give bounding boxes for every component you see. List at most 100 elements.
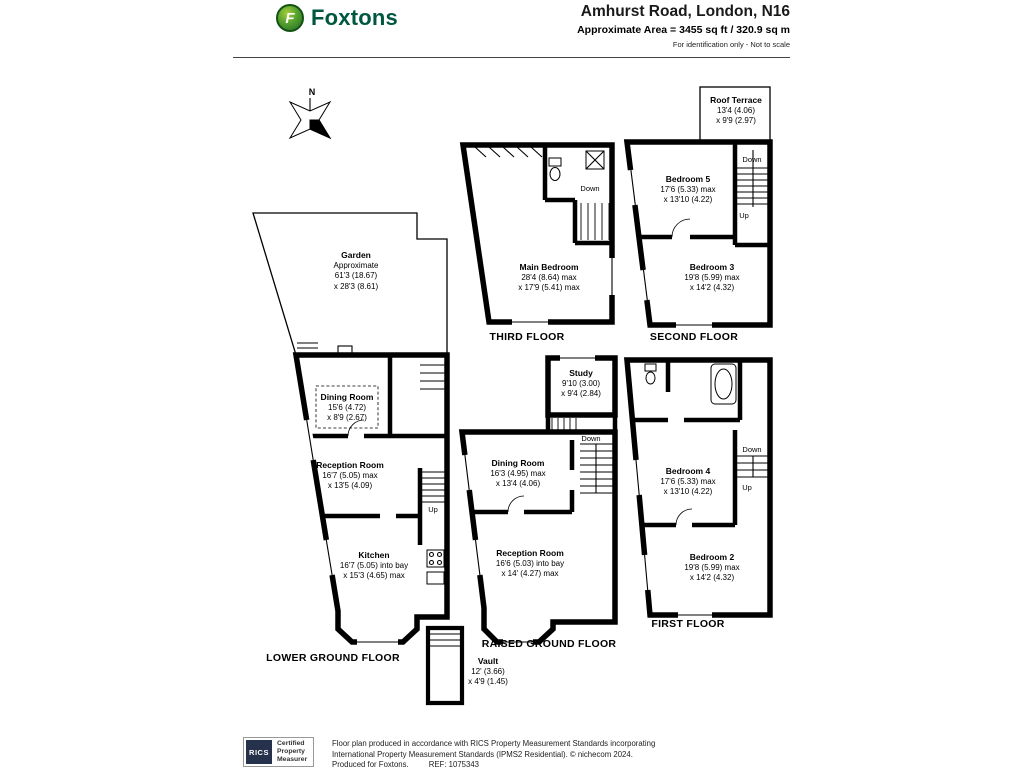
half-landing-steps-icon	[551, 418, 577, 430]
room-dim: x 15'3 (4.65) max	[343, 571, 405, 581]
room-dim: x 9'9 (2.97)	[716, 116, 756, 126]
room-dim: 16'6 (5.03) into bay	[495, 559, 565, 569]
skylight-hatching	[474, 146, 543, 158]
room-label-vault: Vault 12' (3.66) x 4'9 (1.45)	[468, 656, 508, 688]
compass-north-label: N	[308, 87, 316, 97]
foxtons-logo-text: Foxtons	[311, 5, 398, 30]
page-title: Amhurst Road, London, N16	[580, 3, 790, 20]
rics-certified-line: Certified	[277, 739, 305, 747]
approximate-area: Approximate Area = 3455 sq ft / 320.9 sq…	[577, 24, 790, 36]
room-dim: x 14' (4.27) max	[501, 569, 559, 579]
room-name: Main Bedroom	[519, 262, 579, 272]
room-dim: 28'4 (8.64) max	[521, 273, 577, 283]
first-floor-plan	[623, 357, 773, 619]
floor-title-third: THIRD FLOOR	[489, 331, 565, 343]
third-floor-stairs-icon	[580, 203, 610, 240]
room-label-dining-room-lower: Dining Room 15'6 (4.72) x 8'9 (2.67)	[321, 392, 374, 424]
third-floor-plan	[459, 142, 616, 326]
stair-label-lower-up: Up	[428, 505, 438, 514]
room-dim: 16'3 (4.95) max	[490, 469, 546, 479]
room-dim: 15'6 (4.72)	[327, 403, 366, 413]
room-dim: x 8'9 (2.67)	[327, 413, 367, 423]
room-dim: 19'8 (5.99) max	[684, 563, 740, 573]
vault-outline	[425, 625, 465, 706]
room-label-main-bedroom: Main Bedroom 28'4 (8.64) max x 17'9 (5.4…	[518, 262, 580, 294]
room-label-roof-terrace: Roof Terrace 13'4 (4.06) x 9'9 (2.97)	[710, 95, 762, 127]
room-label-dining-room-raised: Dining Room 16'3 (4.95) max x 13'4 (4.06…	[490, 458, 545, 490]
room-dim: 12' (3.66)	[471, 667, 505, 677]
footer-line2: International Property Measurement Stand…	[332, 749, 633, 759]
foxtons-logo: F Foxtons	[276, 4, 398, 32]
room-name: Dining Room	[320, 392, 374, 402]
toilet-icon	[644, 363, 657, 372]
room-label-reception-room-lower: Reception Room 16'7 (5.05) max x 13'5 (4…	[316, 460, 384, 492]
disclaimer: For identification only - Not to scale	[672, 40, 790, 49]
sink-icon	[426, 571, 445, 585]
room-dim: 19'8 (5.99) max	[684, 273, 740, 283]
room-label-bedroom-3: Bedroom 3 19'8 (5.99) max x 14'2 (4.32)	[684, 262, 739, 294]
stair-label-second-down: Down	[742, 155, 762, 164]
header-divider	[233, 57, 790, 58]
raised-ground-floor-plan	[425, 354, 618, 706]
stair-label-raised-down: Down	[581, 434, 601, 443]
floor-title-second: SECOND FLOOR	[649, 331, 739, 343]
room-name: Bedroom 4	[665, 466, 711, 476]
room-name: Garden	[341, 250, 371, 260]
foxtons-logo-initial: F	[285, 9, 295, 27]
room-label-bedroom-4: Bedroom 4 17'6 (5.33) max x 13'10 (4.22)	[660, 466, 715, 498]
room-dim: 16'7 (5.05) max	[322, 471, 378, 481]
roof-terrace-outline	[699, 86, 771, 143]
footer-line1: Floor plan produced in accordance with R…	[332, 739, 656, 748]
lower-ground-floor-plan	[252, 212, 450, 646]
room-dim: x 4'9 (1.45)	[468, 677, 508, 687]
room-name: Vault	[477, 656, 499, 666]
room-dim: x 28'3 (8.61)	[333, 281, 379, 291]
rics-logo-text: RICS	[249, 747, 269, 757]
stair-label-first-up: Up	[742, 483, 752, 492]
room-dim: x 17'9 (5.41) max	[518, 283, 580, 293]
compass-icon	[288, 98, 332, 140]
room-name: Reception Room	[316, 460, 384, 470]
room-name: Bedroom 5	[665, 174, 711, 184]
room-label-garden: Garden Approximate 61'3 (18.67) x 28'3 (…	[334, 250, 379, 292]
footer-produced: Produced for Foxtons.	[332, 760, 409, 770]
rics-certified-line: Measurer	[277, 756, 308, 764]
lower-ground-stairs-icon	[422, 471, 445, 503]
room-name: Bedroom 2	[689, 552, 735, 562]
entry-steps-icon	[420, 364, 445, 390]
room-note: Approximate	[333, 261, 379, 271]
room-dim: 9'10 (3.00)	[562, 379, 600, 389]
footer-text: Floor plan produced in accordance with R…	[332, 739, 655, 771]
foxtons-logo-icon: F	[276, 4, 304, 32]
room-label-reception-room-raised: Reception Room 16'6 (5.03) into bay x 14…	[496, 548, 564, 580]
room-name: Reception Room	[496, 548, 564, 558]
rics-badge: RICS Certified Property Measurer	[243, 737, 315, 767]
room-label-study: Study 9'10 (3.00) x 9'4 (2.84)	[561, 368, 601, 400]
floor-title-raised-ground: RAISED GROUND FLOOR	[481, 638, 617, 650]
room-dim: 16'7 (5.05) into bay	[339, 561, 409, 571]
rics-certified-line: Property	[277, 747, 305, 755]
room-name: Kitchen	[358, 550, 390, 560]
room-name: Bedroom 3	[689, 262, 735, 272]
second-floor-plan	[623, 86, 773, 329]
stair-label-second-up: Up	[739, 211, 749, 220]
room-dim: x 9'4 (2.84)	[561, 389, 601, 399]
hob-icon	[426, 549, 445, 568]
room-label-kitchen: Kitchen 16'7 (5.05) into bay x 15'3 (4.6…	[340, 550, 408, 582]
floor-title-lower-ground: LOWER GROUND FLOOR	[266, 652, 400, 664]
rics-logo: RICS	[246, 740, 272, 764]
room-name: Roof Terrace	[710, 95, 762, 105]
title-block: Amhurst Road, London, N16 Approximate Ar…	[577, 3, 790, 49]
stair-label-first-down: Down	[742, 445, 762, 454]
room-name: Dining Room	[491, 458, 545, 468]
room-dim: 17'6 (5.33) max	[660, 477, 716, 487]
room-dim: x 13'4 (4.06)	[495, 479, 541, 489]
room-dim: 17'6 (5.33) max	[660, 185, 716, 195]
rics-certified-text: Certified Property Measurer	[277, 740, 307, 764]
room-dim: x 13'10 (4.22)	[663, 195, 713, 205]
room-dim: 13'4 (4.06)	[717, 106, 755, 116]
footer-ref: REF: 1075343	[428, 760, 479, 770]
room-name: Study	[569, 368, 593, 378]
